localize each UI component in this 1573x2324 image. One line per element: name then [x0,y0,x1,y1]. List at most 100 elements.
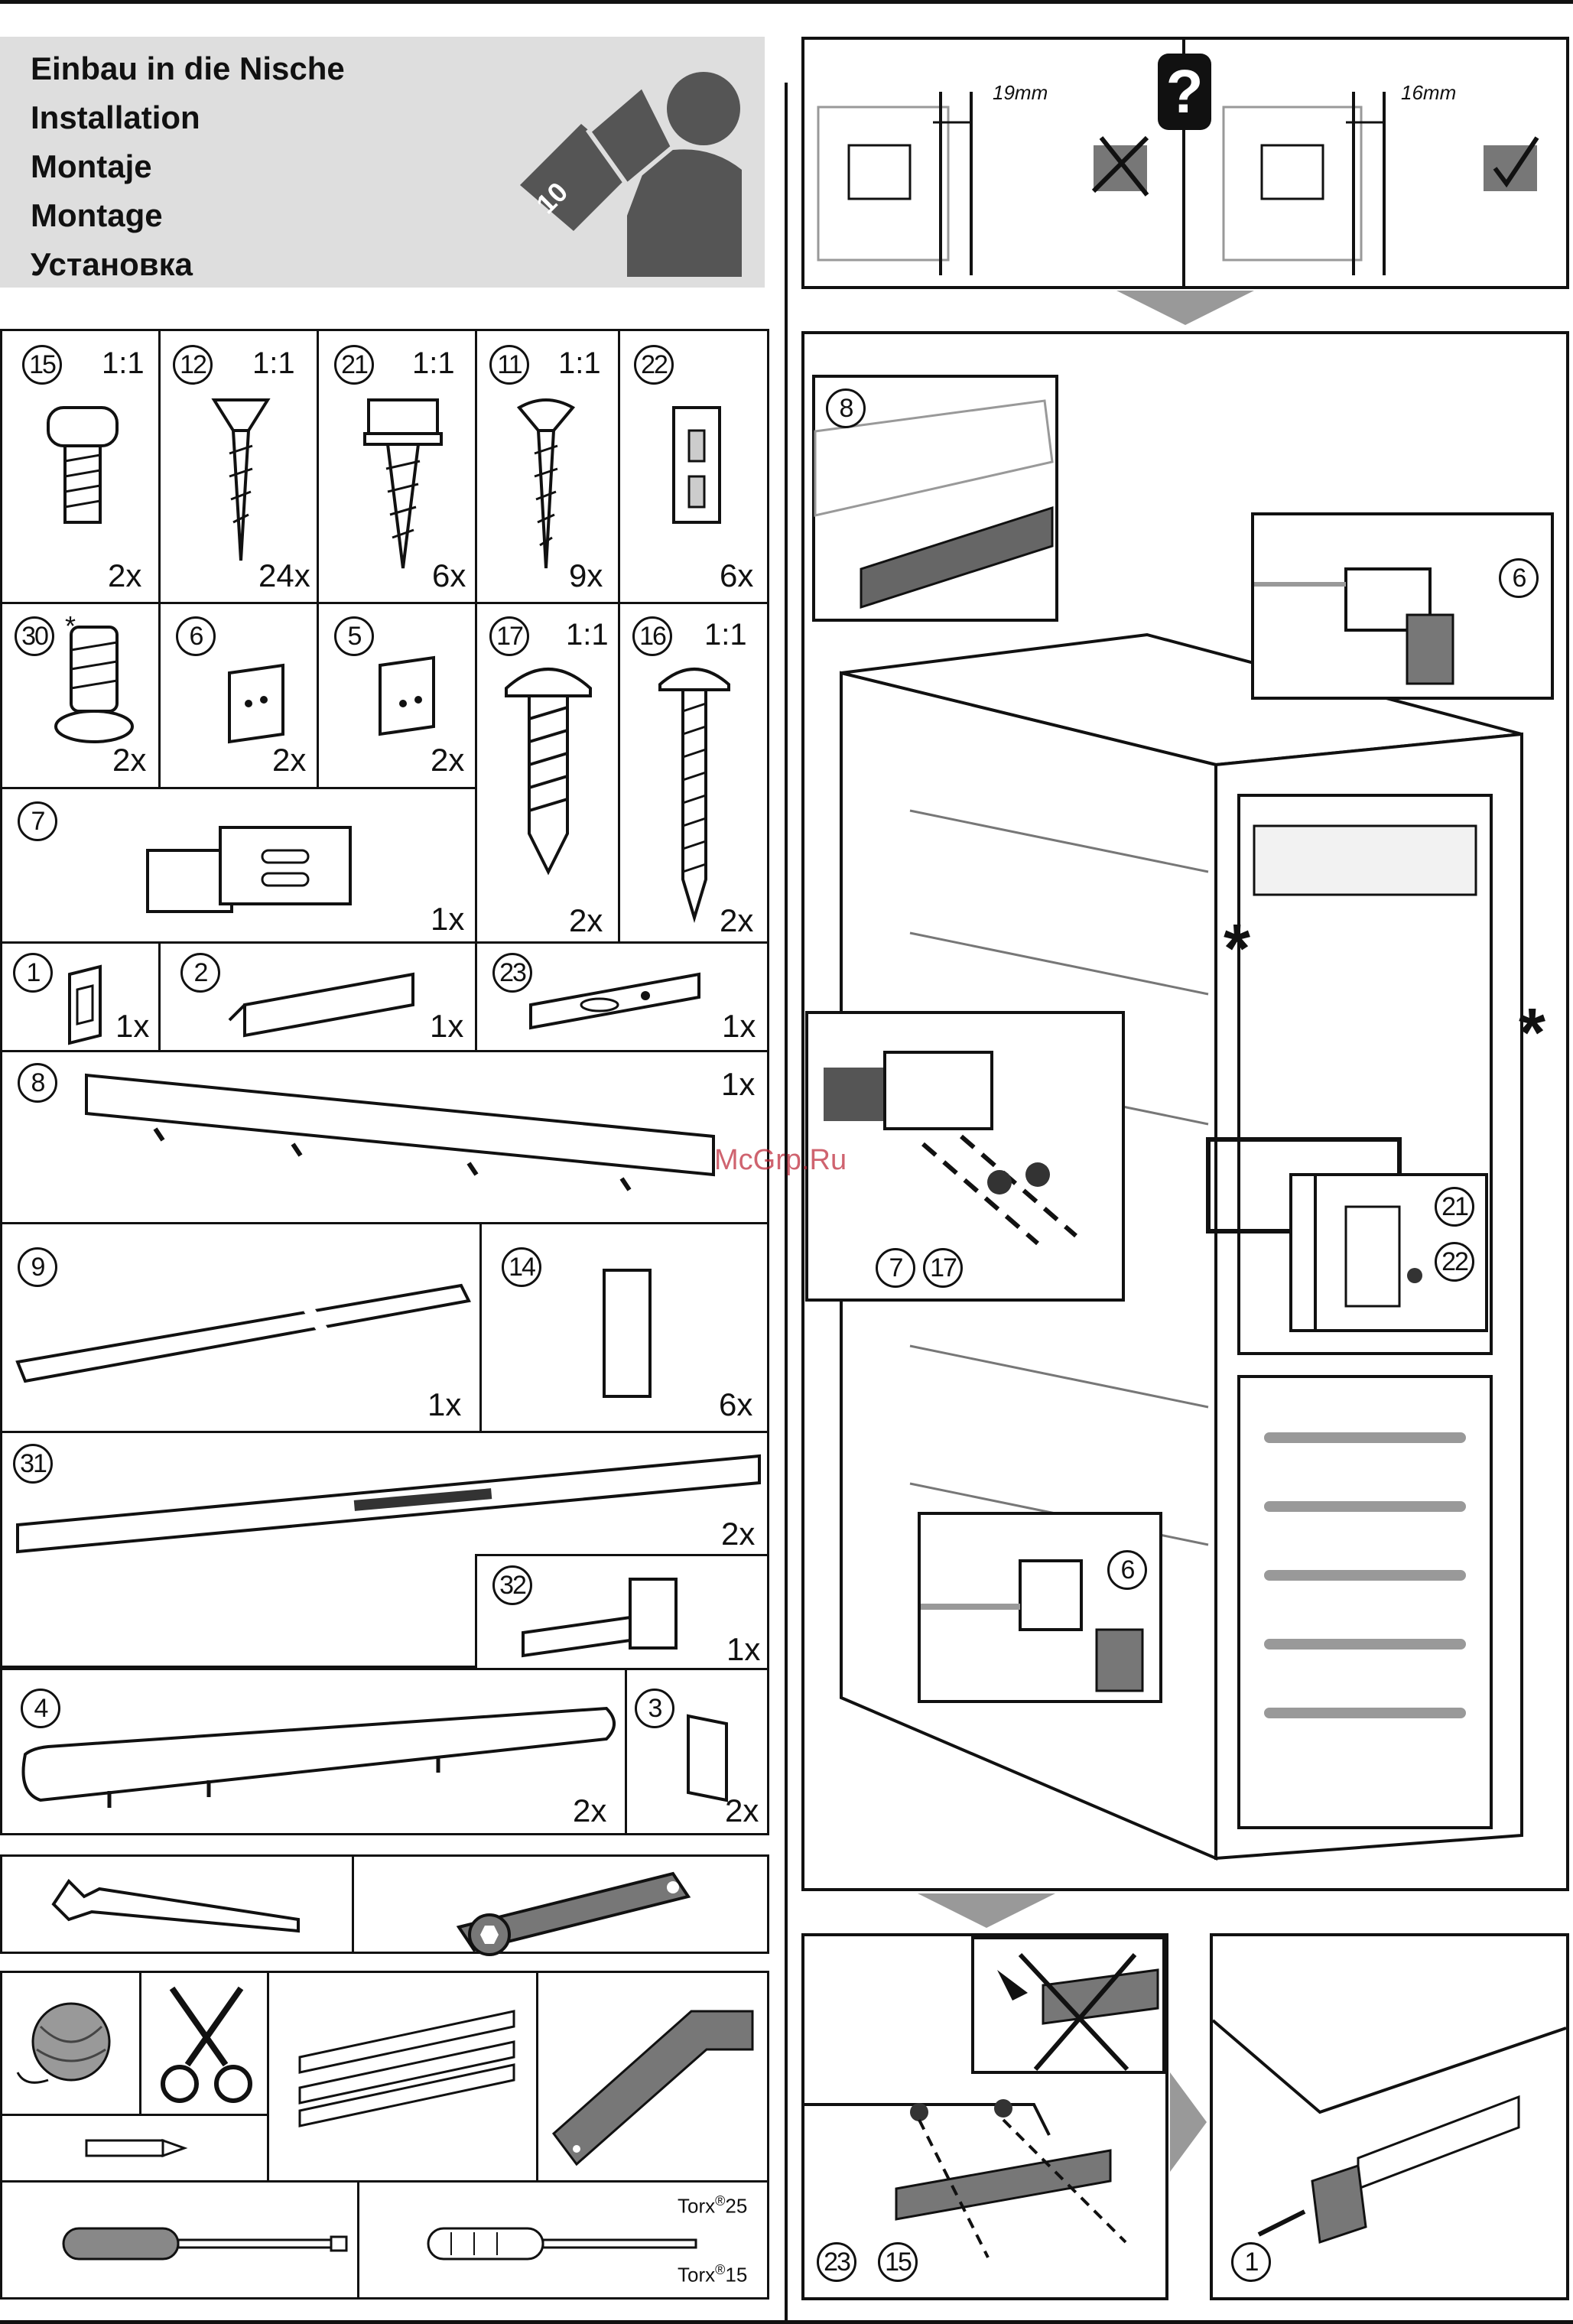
part-number-badge: 21 [334,345,374,385]
scale-label: 1:1 [102,346,145,381]
part-cell-11: 11 1:1 9x [475,329,620,604]
quantity-label: 2x [569,902,603,939]
wrench-divider [352,1854,354,1954]
quantity-label: 2x [721,1516,755,1552]
part-cell-4: 4 2x [0,1668,627,1835]
long-screw-illustration [660,665,729,925]
clip-illustration [62,967,108,1043]
tool-cell-square [536,1971,769,2183]
quantity-label: 1x [115,1008,149,1045]
pan-head-screw-illustration [506,665,590,879]
part-number-badge: 16 [632,616,672,656]
bottom-rule [0,2320,1573,2324]
title-line-en: Installation [31,99,200,136]
part-cell-9: 9 1x [0,1222,482,1433]
mounting-rail-illustration [531,974,707,1028]
part-number-badge: 3 [635,1689,674,1728]
open-wrench-icon [54,1866,306,1935]
hex-screw-illustration [365,400,441,576]
part-cell-15: 15 1:1 2x [0,329,161,604]
callout-door-plate: 21 22 [1289,1173,1488,1332]
folding-rule-icon [292,2011,522,2141]
part-number-badge: 5 [334,616,374,656]
slide-bracket-detail [808,1014,1125,1302]
title-block: Einbau in die Nische Installation Montaj… [0,37,765,288]
title-line-fr: Montage [31,197,163,234]
callout-number: 6 [1499,558,1539,598]
string-ball-icon [18,1996,125,2095]
quantity-label: 2x [720,902,753,939]
part-number-badge: 9 [18,1247,57,1287]
callout-slide-bracket: 7 17 [805,1011,1125,1302]
plinth-profile-illustration [18,1693,622,1808]
scale-label: 1:1 [566,618,609,652]
clip-mounting-detail [1213,1936,1566,2297]
step-number-a: 23 [817,2242,856,2282]
scale-label: 1:1 [704,618,747,652]
slide-bracket-illustration [148,820,354,919]
angle-trim-illustration [18,1286,469,1385]
part-cell-2: 2 1x [158,941,477,1052]
hinge-bottom-detail [921,1515,1162,1703]
hinge-plate-illustration [674,408,727,522]
quantity-label: 1x [430,1008,463,1045]
part-number-badge: 6 [176,616,216,656]
screw-raised-head-illustration [519,400,573,576]
part-cell-30: 30 * 2x [0,602,161,789]
title-line-ru: Установка [31,246,193,283]
bracket-illustration [222,665,291,749]
torx-screwdriver-icon [428,2225,704,2263]
part-cell-16: 16 1:1 2x [618,602,769,944]
part-cell-23: 23 1x [475,941,769,1052]
watermark: McGrp.Ru [714,1144,847,1177]
part-cell-8: 8 1x [0,1050,769,1224]
part-number-badge: 22 [634,345,674,385]
part-cell-12: 12 1:1 24x [158,329,319,604]
tool-cell-pencil [0,2114,269,2183]
not-ok-icon [1086,130,1155,199]
part-cell-5: 5 2x [317,602,477,789]
callout-number: 6 [1107,1550,1147,1590]
spacer-block-illustration [604,1263,658,1400]
rail-stop-illustration [508,1572,691,1656]
part-number-badge: 30 [15,616,54,656]
callout-hinge-top: 6 [1251,512,1554,700]
step-number: 1 [1231,2242,1271,2282]
callout-number: 8 [826,388,866,428]
tool-cell-flat-screwdriver [0,2180,359,2300]
hinge-detail-left [818,92,1109,275]
quantity-label: 1x [427,1386,461,1423]
hinge-top-detail [1254,515,1552,699]
part-cell-6: 6 2x [158,602,319,789]
part-number-badge: 1 [13,953,53,993]
quantity-label: 6x [432,557,466,594]
channel-rail-illustration [229,974,421,1035]
cover-strip-detail [815,401,1058,622]
tool-cell-torx-screwdriver: Torx®25 Torx®15 [357,2180,769,2300]
quantity-label: 2x [112,742,146,778]
part-number-badge: 15 [22,345,62,385]
part-number-badge: 14 [502,1247,541,1287]
asterisk-mark: * [1224,910,1250,989]
hex-key-wrench-icon [459,1866,696,1950]
sliding-rail-illustration [18,1456,767,1563]
part-cell-7: 7 1x [0,787,477,944]
torx-size-bottom: Torx®15 [678,2262,747,2287]
part-cell-32: 32 1x [475,1554,769,1670]
cover-strip-illustration [86,1075,721,1213]
quantity-label: 2x [431,742,464,778]
end-cap-illustration [688,1716,734,1800]
screw-countersunk-illustration [214,400,268,568]
right-arrow-icon [1170,2072,1208,2172]
gap-measure-left: 19mm [993,81,1048,105]
screw-short-illustration [48,408,117,530]
part-number-badge: 7 [18,801,57,841]
down-arrow-icon [918,1893,1055,1932]
callout-number-b: 22 [1435,1242,1474,1282]
torx-size-top: Torx®25 [678,2193,747,2218]
carpenter-square-icon [554,2004,760,2164]
quantity-label: 2x [573,1793,606,1829]
part-number-badge: 12 [173,345,213,385]
scale-label: 1:1 [412,346,455,381]
tool-cell-string [0,1971,141,2116]
